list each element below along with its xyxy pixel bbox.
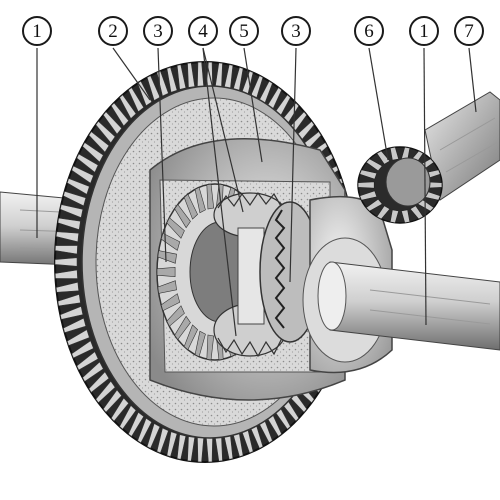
- leader-lines: [36, 47, 477, 337]
- callout-6: 6: [354, 16, 384, 46]
- callout-4: 4: [188, 16, 218, 46]
- callout-1-right: 1: [409, 16, 439, 46]
- callout-3-right: 3: [281, 16, 311, 46]
- callout-2: 2: [98, 16, 128, 46]
- callout-7: 7: [454, 16, 484, 46]
- drive-pinion: [357, 146, 443, 224]
- callout-1-left: 1: [22, 16, 52, 46]
- callout-3-left: 3: [143, 16, 173, 46]
- callout-5: 5: [229, 16, 259, 46]
